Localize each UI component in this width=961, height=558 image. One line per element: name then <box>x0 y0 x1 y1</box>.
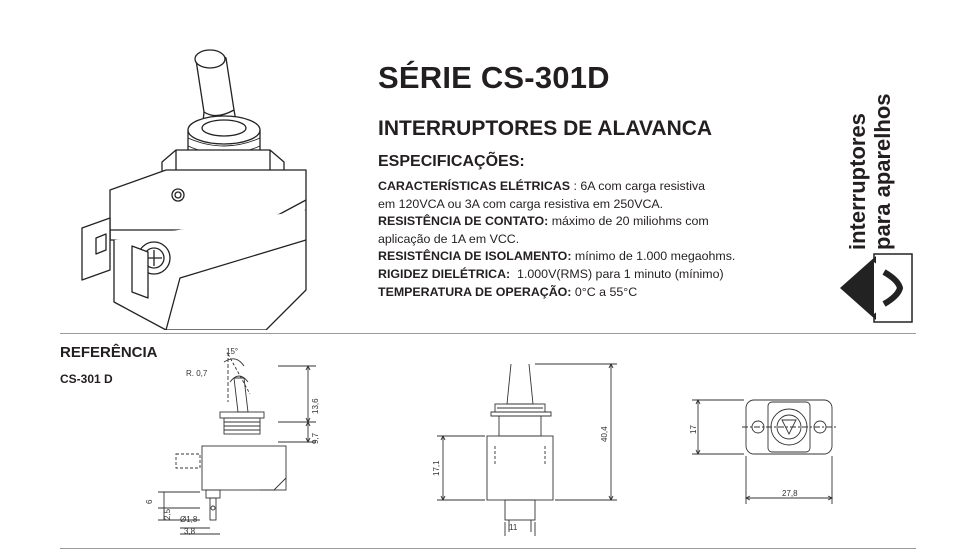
dim-flange-height: 17 <box>689 425 698 434</box>
dim-angle: 15° <box>226 347 238 356</box>
brand-line-2: para aparelhos <box>870 93 895 250</box>
dim-total-height: 40,4 <box>600 426 609 442</box>
front-view-drawing: 40,4 17,1 11 <box>432 362 617 536</box>
side-view-drawing: 15° R. 0,7 13,6 9,7 6 2,5 Ø1,8 3,8 <box>145 347 320 536</box>
spec-contact-label: RESISTÊNCIA DE CONTATO: <box>378 214 549 229</box>
spec-temperature-label: TEMPERATURA DE OPERAÇÃO: <box>378 284 572 299</box>
spec-contact-cont: aplicação de 1A em VCC. <box>378 231 520 246</box>
dim-flange-width: 27,8 <box>782 489 798 498</box>
spec-dielectric-text: 1.000V(RMS) para 1 minuto (mínimo) <box>510 266 724 281</box>
dim-terminal-offset: 6 <box>145 499 154 504</box>
reference-model: CS-301 D <box>60 372 113 386</box>
spec-dielectric: RIGIDEZ DIELÉTRICA: 1.000V(RMS) para 1 m… <box>378 266 798 284</box>
dim-lever-height: 13,6 <box>311 398 320 414</box>
page-subtitle: INTERRUPTORES DE ALAVANCA <box>378 117 713 140</box>
spec-electrical-cont: em 120VCA ou 3A com carga resistiva em 2… <box>378 196 664 211</box>
spec-electrical: CARACTERÍSTICAS ELÉTRICAS : 6A com carga… <box>378 178 798 196</box>
dim-hole-diameter: Ø1,8 <box>180 515 198 524</box>
dim-body-height: 17,1 <box>432 460 441 476</box>
spec-temperature: TEMPERATURA DE OPERAÇÃO: 0°C a 55°C <box>378 284 798 302</box>
brand-logo-icon <box>840 253 913 323</box>
spec-insulation-text: mínimo de 1.000 megaohms. <box>571 249 736 264</box>
dim-terminal-length: 2,5 <box>163 508 172 520</box>
dim-radius: R. 0,7 <box>186 369 208 378</box>
product-illustration <box>81 49 307 330</box>
spec-list: CARACTERÍSTICAS ELÉTRICAS : 6A com carga… <box>378 178 798 301</box>
dim-bushing-height: 9,7 <box>311 432 320 444</box>
spec-insulation: RESISTÊNCIA DE ISOLAMENTO: mínimo de 1.0… <box>378 248 798 266</box>
brand-line-1: interruptores <box>845 113 870 250</box>
top-view-drawing: 17 27,8 <box>689 398 836 504</box>
spec-insulation-label: RESISTÊNCIA DE ISOLAMENTO: <box>378 249 572 264</box>
spec-electrical-label: CARACTERÍSTICAS ELÉTRICAS <box>378 179 571 193</box>
dim-body-width: 11 <box>509 523 518 532</box>
bottom-divider <box>60 548 916 549</box>
spec-contact: RESISTÊNCIA DE CONTATO: máximo de 20 mil… <box>378 213 798 231</box>
spec-electrical-text: : 6A com carga resistiva <box>570 179 706 193</box>
spec-heading: ESPECIFICAÇÕES: <box>378 153 525 170</box>
reference-heading: REFERÊNCIA <box>60 344 158 361</box>
page-title: SÉRIE CS-301D <box>378 60 610 95</box>
spec-contact-text: máximo de 20 miliohms com <box>548 214 709 229</box>
section-divider <box>60 333 916 334</box>
spec-dielectric-label: RIGIDEZ DIELÉTRICA: <box>378 266 511 281</box>
dim-terminal-width: 3,8 <box>184 527 196 536</box>
spec-temperature-text: 0°C a 55°C <box>571 284 638 299</box>
